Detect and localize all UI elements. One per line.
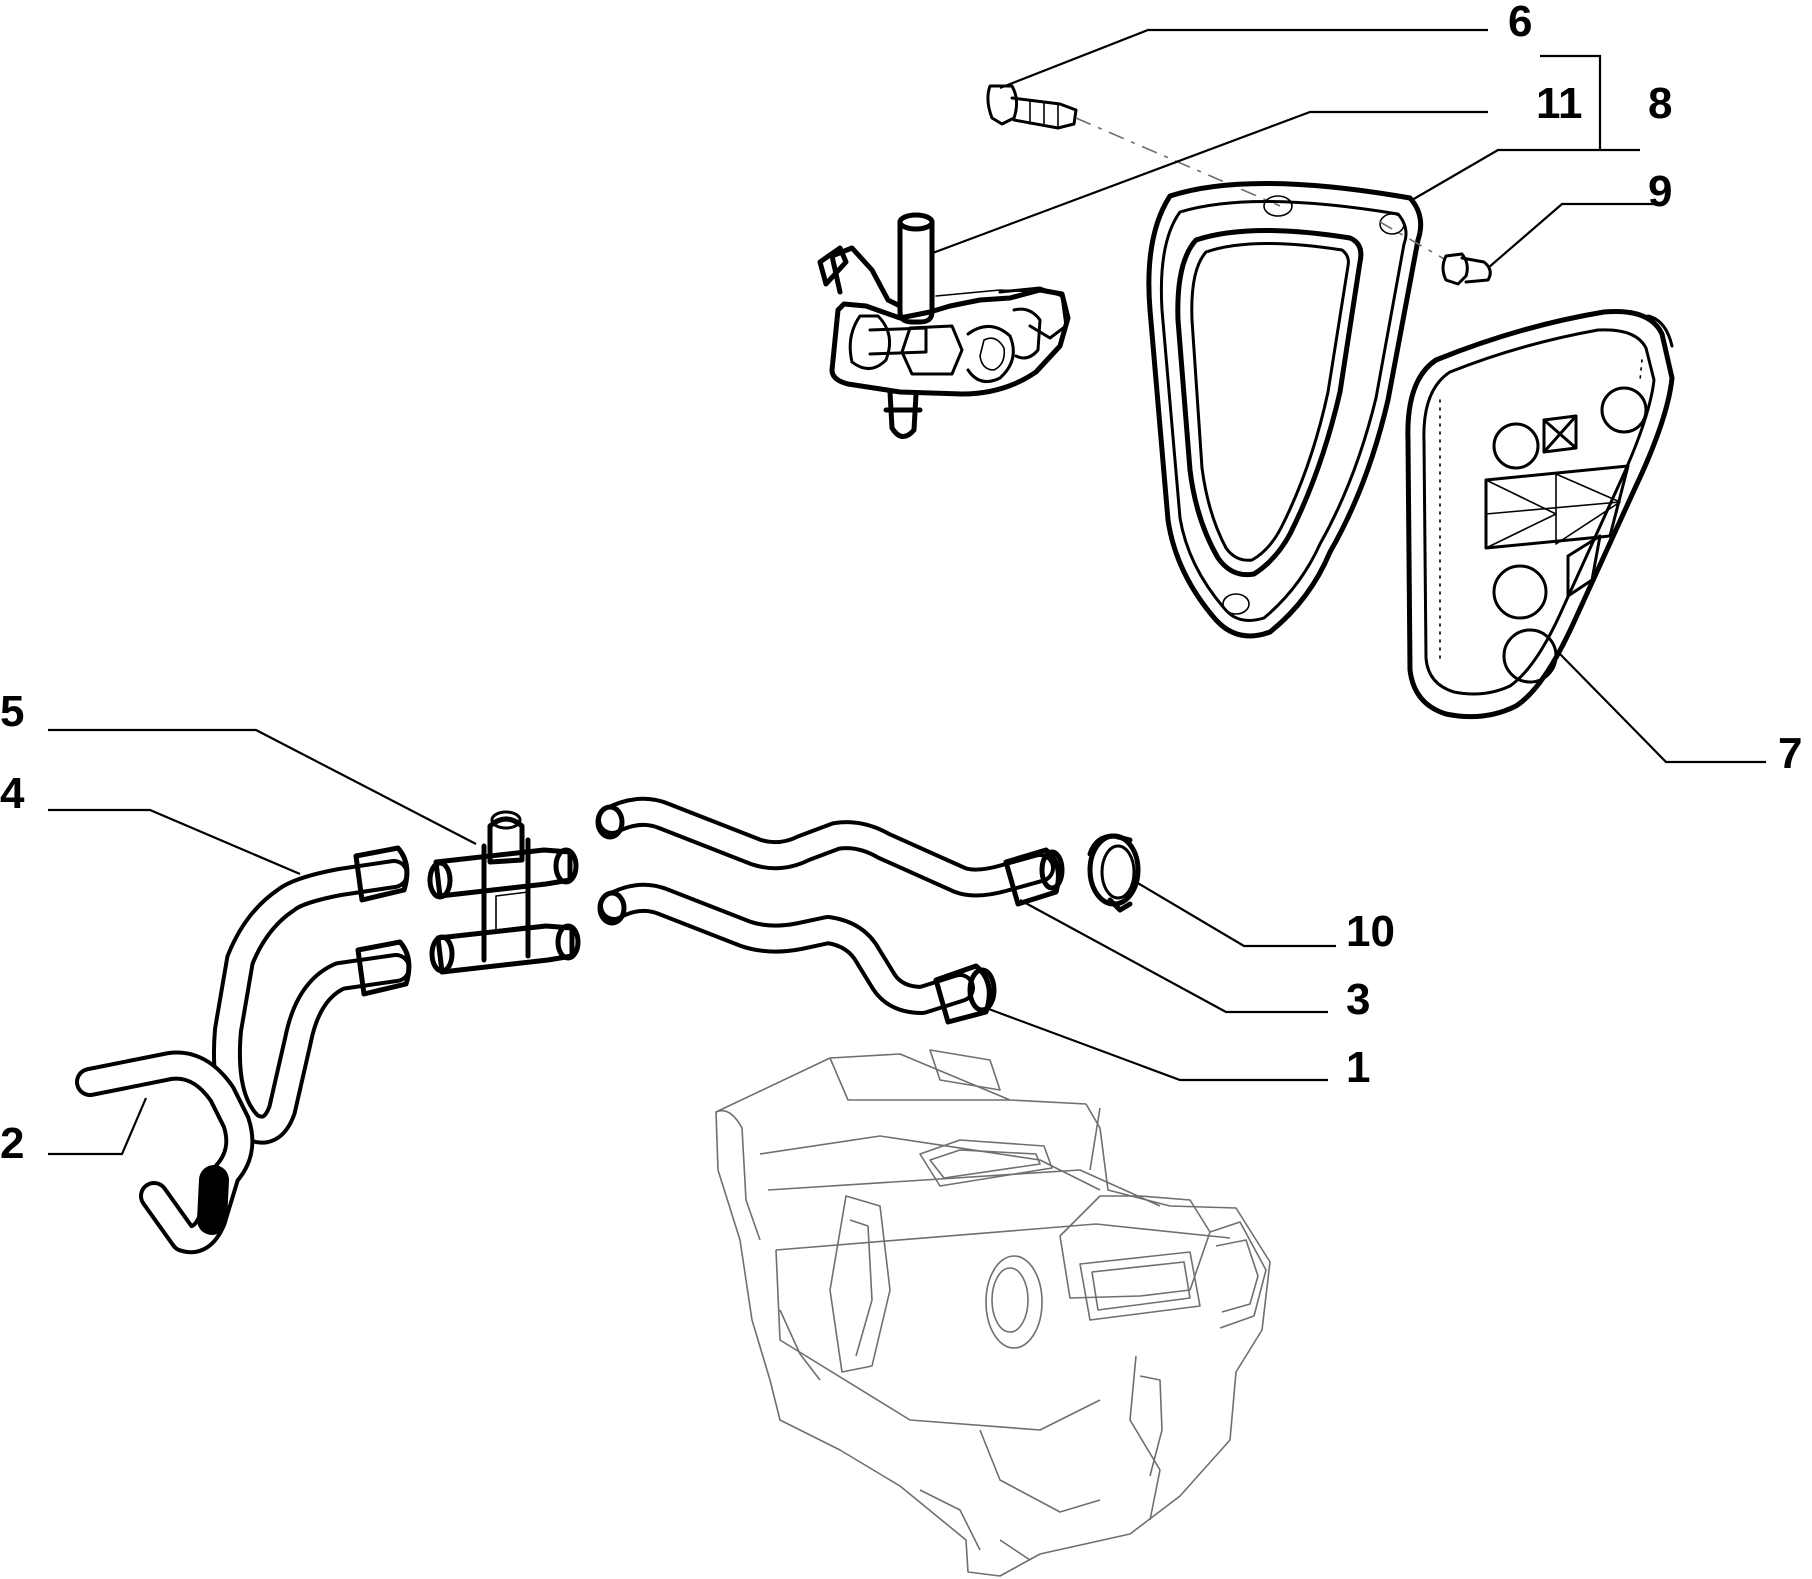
callout-6: 6 (1508, 0, 1532, 46)
leader-3 (1019, 899, 1328, 1014)
leader-lines (48, 28, 1766, 1156)
callout-8: 8 (1648, 79, 1672, 128)
leader-5 (48, 728, 477, 845)
callout-1: 1 (1346, 1043, 1370, 1092)
leader-7 (1557, 651, 1766, 764)
leader-2 (48, 1097, 148, 1156)
leader-8 (1411, 54, 1640, 201)
part-6-screw (986, 84, 1281, 207)
part-5-valve-connector (427, 810, 581, 975)
callout-10: 10 (1346, 907, 1395, 956)
part-9-pin (1379, 221, 1492, 286)
callout-9: 9 (1648, 167, 1672, 216)
leader-9 (1487, 202, 1656, 269)
part-7-filter-panel (1405, 308, 1675, 720)
part-11-valve-actuator (817, 212, 1071, 439)
part-2-hose (75, 1050, 255, 1255)
callout-numbers: 6 11 8 9 7 5 4 10 3 1 2 (0, 0, 1802, 1168)
part-1-hose (597, 882, 997, 1025)
callout-2: 2 (0, 1119, 24, 1168)
callout-7: 7 (1778, 729, 1802, 778)
part-4-hose (211, 845, 412, 1145)
callout-4: 4 (0, 769, 25, 818)
callout-3: 3 (1346, 975, 1370, 1024)
callout-5: 5 (0, 687, 24, 736)
part-8-gasket (1146, 181, 1424, 639)
leader-1 (985, 1006, 1328, 1082)
leader-10 (1135, 881, 1336, 948)
part-10-hose-clamp (1087, 833, 1141, 913)
callout-11: 11 (1536, 79, 1583, 128)
heater-housing (715, 1049, 1271, 1577)
leader-11 (929, 110, 1488, 256)
leader-6 (999, 28, 1488, 90)
leader-4 (48, 808, 301, 876)
part-3-hose (595, 796, 1065, 907)
